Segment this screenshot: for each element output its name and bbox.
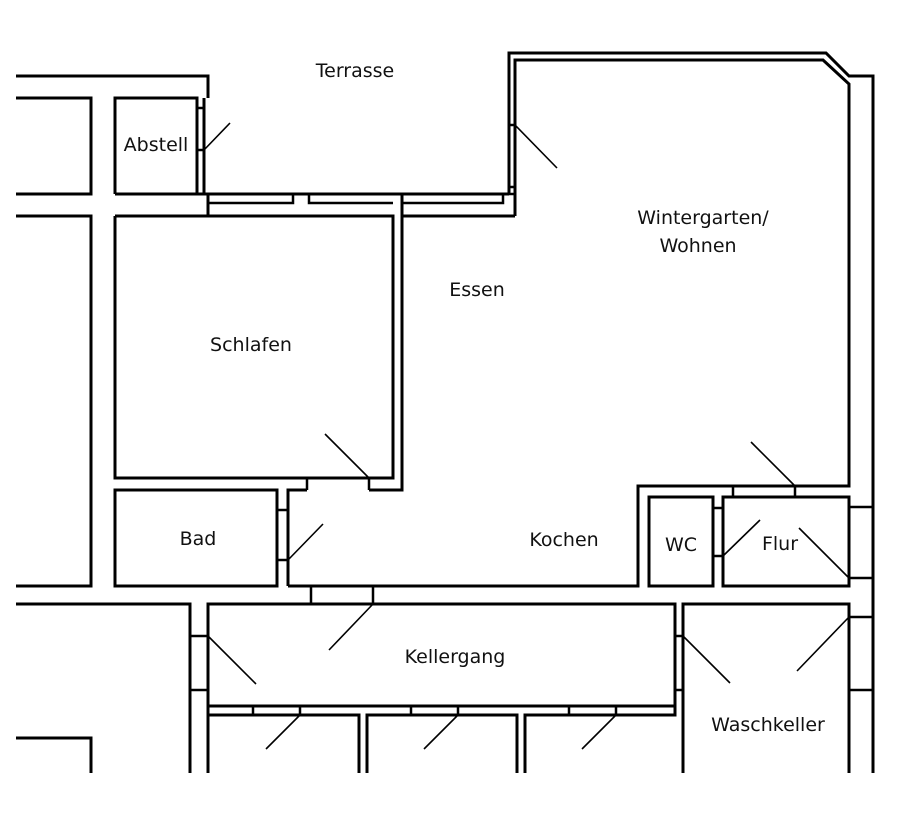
- door-kellergang-left: [207, 635, 257, 685]
- bad-door-jambs: [277, 508, 288, 562]
- door-waschkeller-right: [796, 616, 850, 672]
- door-keller-1: [265, 714, 301, 750]
- label-bad: Bad: [180, 528, 217, 550]
- label-flur: Flur: [762, 533, 798, 555]
- walls: [16, 51, 875, 773]
- door-abstell: [203, 122, 231, 151]
- door-keller-3: [581, 714, 617, 750]
- wintergarten-inner-wall: [288, 58, 851, 588]
- wc-door-jambs: [713, 506, 723, 558]
- abstell-room: [113, 96, 199, 196]
- label-kellergang: Kellergang: [405, 646, 506, 668]
- label-waschkeller: Waschkeller: [711, 714, 825, 736]
- terrace-wall-inner: [206, 194, 515, 218]
- keller-room-2: [365, 713, 519, 773]
- door-wc: [722, 519, 761, 557]
- waschkeller-room: [681, 602, 851, 773]
- wc-room: [647, 495, 715, 588]
- door-flur-wohnen: [750, 441, 796, 487]
- door-swings: [203, 122, 850, 750]
- schlafen-room: [113, 214, 395, 480]
- waschkeller-door-jambs: [675, 615, 873, 692]
- keller-room-3: [523, 706, 677, 773]
- terrace-windows: [208, 194, 505, 205]
- schlafen-essen-wall: [286, 194, 404, 586]
- label-wintergarten: Wintergarten/: [637, 207, 769, 229]
- label-schlafen: Schlafen: [210, 334, 292, 356]
- door-wintergarten: [514, 124, 558, 169]
- abstell-door-jambs: [197, 106, 204, 152]
- flur-exit-jambs: [849, 505, 873, 580]
- outer-wall-top-left: [16, 74, 210, 98]
- left-room-top: [16, 96, 93, 196]
- label-wc: WC: [665, 534, 697, 556]
- kellergang-left-jambs: [190, 634, 208, 692]
- room-labels: Terrasse Abstell Wintergarten/ Wohnen Es…: [124, 60, 825, 736]
- kellergang-stair-jambs: [309, 586, 375, 604]
- door-waschkeller-left: [682, 635, 731, 684]
- label-abstell: Abstell: [124, 134, 189, 156]
- label-kochen: Kochen: [529, 529, 598, 551]
- door-bad: [287, 523, 324, 561]
- schlafen-door-jambs: [305, 478, 371, 490]
- door-keller-2: [423, 714, 459, 750]
- left-room-bottom: [16, 602, 192, 773]
- label-wohnen: Wohnen: [659, 235, 736, 257]
- door-kellergang-stairs: [328, 603, 374, 651]
- keller-room-1: [206, 706, 361, 773]
- door-flur-exit: [798, 527, 850, 579]
- keller-door-jambs: [251, 706, 618, 715]
- flur-top-door-jambs: [731, 486, 797, 497]
- wintergarten-outer-wall: [507, 51, 875, 773]
- door-schlafen: [324, 433, 370, 479]
- label-terrasse: Terrasse: [315, 60, 395, 82]
- label-essen: Essen: [449, 279, 505, 301]
- left-room-middle: [16, 214, 93, 588]
- bad-room: [113, 488, 279, 588]
- left-room-lower: [16, 736, 93, 773]
- wintergarten-door-jambs: [503, 123, 515, 196]
